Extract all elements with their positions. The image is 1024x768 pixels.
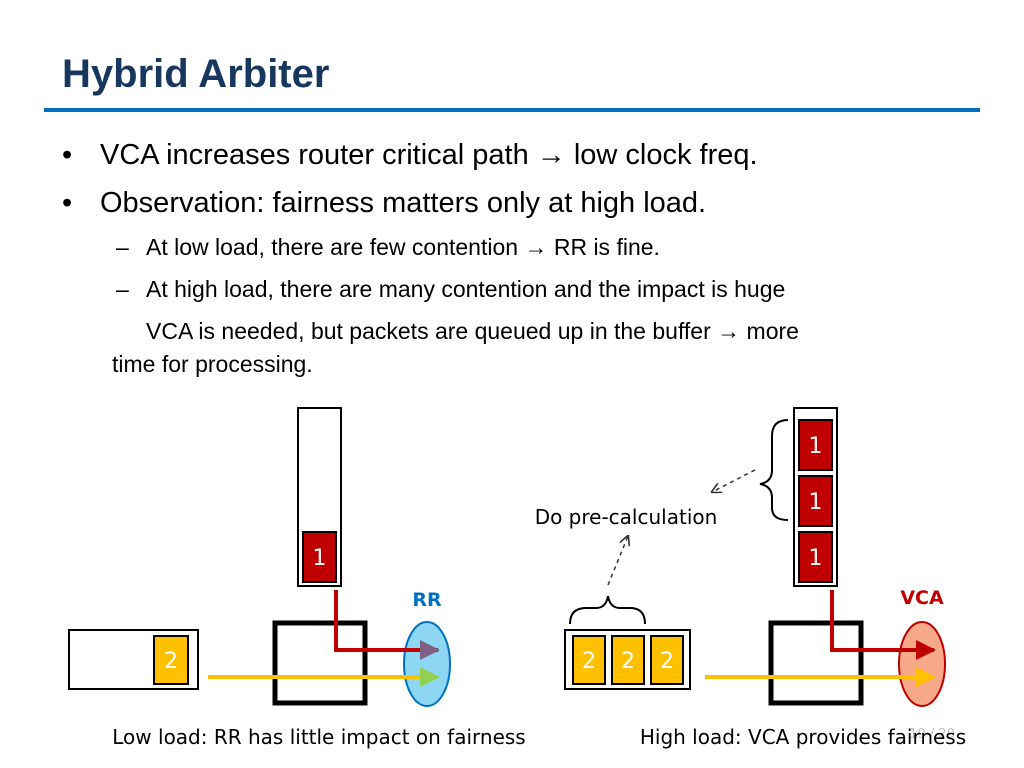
sub-bullet-marker: – — [116, 276, 129, 302]
slide-title: Hybrid Arbiter — [62, 52, 330, 96]
packet-label: 1 — [809, 434, 823, 459]
vca-arbiter — [898, 621, 946, 707]
pre-calculation-label: Do pre-calculation — [535, 505, 718, 529]
rr-label: RR — [412, 589, 442, 611]
packet-label: 1 — [809, 546, 823, 571]
packet-yellow: 2 — [153, 635, 189, 685]
dashed-arrow-lower — [607, 536, 628, 586]
bullet-text: VCA increases router critical path → low… — [100, 139, 758, 171]
continuation-line-2: time for processing. — [112, 351, 313, 377]
packet-red: 1 — [302, 531, 337, 583]
packet-label: 2 — [621, 649, 635, 674]
low-load-diagram: 1 2 RR Low load: RR has little impact on… — [68, 407, 526, 749]
bullet-text: Observation: fairness matters only at hi… — [100, 187, 707, 219]
packet-label: 2 — [164, 649, 178, 674]
bullet-marker: • — [62, 187, 73, 219]
red-arrow — [830, 590, 936, 660]
title-underline — [44, 108, 980, 112]
packet-yellow: 2 — [650, 635, 684, 685]
packet-label: 2 — [660, 649, 674, 674]
rr-arbiter — [403, 621, 451, 707]
sub-bullet-marker: – — [116, 234, 129, 260]
low-load-caption: Low load: RR has little impact on fairne… — [112, 725, 525, 749]
page-number: 19 / 20 — [909, 727, 955, 742]
packet-yellow: 2 — [572, 635, 606, 685]
sub-bullet-text: At low load, there are few contention → … — [146, 234, 660, 260]
router-box — [768, 620, 864, 706]
vertical-curly-brace — [759, 419, 789, 521]
packet-red: 1 — [798, 531, 833, 583]
packet-label: 1 — [809, 490, 823, 515]
packet-red: 1 — [798, 475, 833, 527]
dashed-arrow-upper — [712, 469, 756, 492]
high-load-diagram: 1 1 1 Do pre-calculation 2 2 2 — [535, 407, 966, 749]
packet-label: 2 — [582, 649, 596, 674]
bullet-marker: • — [62, 139, 73, 171]
packet-label: 1 — [313, 546, 327, 571]
packet-yellow: 2 — [611, 635, 645, 685]
continuation-line-1: VCA is needed, but packets are queued up… — [146, 318, 799, 344]
high-load-caption: High load: VCA provides fairness — [640, 725, 966, 749]
sub-bullet-text: At high load, there are many contention … — [146, 276, 786, 302]
red-arrow — [334, 590, 440, 660]
horizontal-curly-brace — [569, 595, 646, 625]
router-box — [272, 620, 368, 706]
packet-red: 1 — [798, 419, 833, 471]
vca-label: VCA — [900, 587, 944, 609]
